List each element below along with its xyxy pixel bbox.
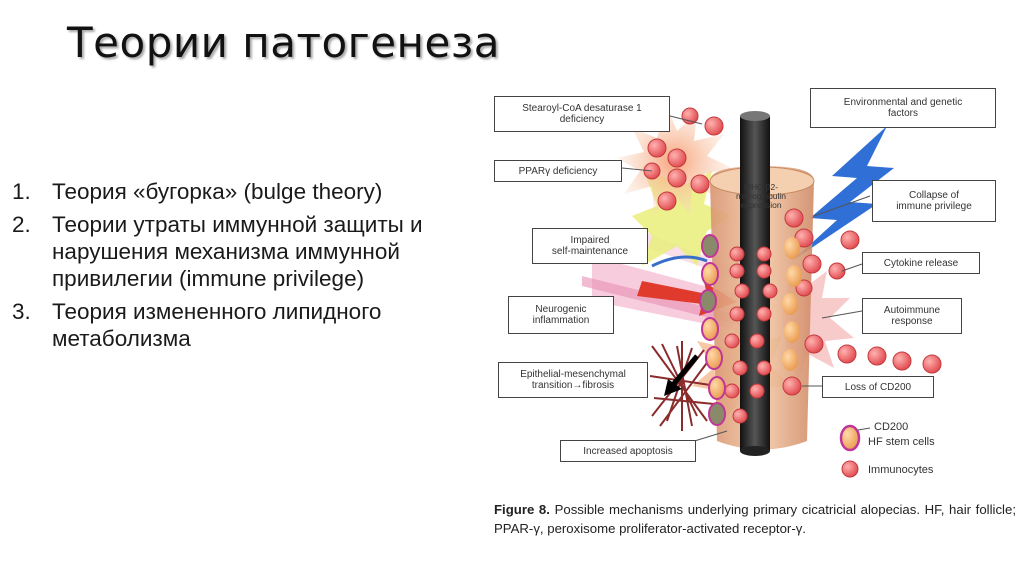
figure-caption-label: Figure 8. bbox=[494, 502, 550, 517]
theory-list: 1. Теория «бугорка» (bulge theory) 2. Те… bbox=[12, 178, 482, 358]
stem-cells bbox=[699, 234, 802, 426]
slide-title: Теории патогенеза bbox=[67, 18, 500, 67]
label-emt-fibrosis: Epithelial-mesenchymal transition→fibros… bbox=[498, 362, 648, 398]
label-mhc-expression: MHC β2- microglobulin expression bbox=[735, 181, 787, 210]
fibrosis-hatch bbox=[649, 341, 718, 431]
list-item: 3. Теория измененного липидного метаболи… bbox=[12, 298, 482, 352]
label-increased-apoptosis: Increased apoptosis bbox=[560, 440, 696, 462]
label-impaired-self-maintenance: Impaired self-maintenance bbox=[532, 228, 648, 264]
legend-cd200: CD200 bbox=[874, 421, 909, 433]
pathogenesis-figure: Stearoyl-CoA desaturase 1 deficiency PPA… bbox=[492, 86, 1017, 496]
label-ppar-deficiency: PPARγ deficiency bbox=[494, 160, 622, 182]
list-item-number: 3. bbox=[12, 299, 31, 324]
legend-immunocytes: Immunocytes bbox=[868, 464, 934, 476]
label-loss-of-cd200: Loss of CD200 bbox=[822, 376, 934, 398]
figure-illustration bbox=[582, 106, 942, 478]
list-item-text: Теория «бугорка» (bulge theory) bbox=[52, 179, 383, 204]
immunocytes bbox=[643, 107, 942, 424]
label-autoimmune-response: Autoimmune response bbox=[862, 298, 962, 334]
legend-hf-stem-cells: HF stem cells bbox=[868, 436, 935, 448]
list-item-text: Теория измененного липидного метаболизма bbox=[52, 299, 382, 351]
hair-shaft bbox=[740, 111, 770, 456]
list-item-number: 1. bbox=[12, 179, 31, 204]
list-item-number: 2. bbox=[12, 212, 31, 237]
label-scd1-deficiency: Stearoyl-CoA desaturase 1 deficiency bbox=[494, 96, 670, 132]
figure-caption-text: Possible mechanisms underlying primary c… bbox=[494, 502, 1016, 536]
label-collapse-immune-privilege: Collapse of immune privilege bbox=[872, 180, 996, 222]
list-item-text: Теории утраты иммунной защиты и нарушени… bbox=[52, 212, 423, 291]
pointer-arrowhead-icon bbox=[664, 379, 682, 396]
figure-caption: Figure 8. Possible mechanisms underlying… bbox=[494, 500, 1016, 538]
label-neurogenic-inflammation: Neurogenic inflammation bbox=[508, 296, 614, 334]
curved-arrow-icon bbox=[651, 255, 708, 268]
list-item: 2. Теории утраты иммунной защиты и наруш… bbox=[12, 211, 482, 292]
pointer-arrow-icon bbox=[670, 354, 699, 388]
label-cytokine-release: Cytokine release bbox=[862, 252, 980, 274]
list-item: 1. Теория «бугорка» (bulge theory) bbox=[12, 178, 482, 205]
label-environmental-factors: Environmental and genetic factors bbox=[810, 88, 996, 128]
legend-icons bbox=[839, 424, 871, 478]
lightning-icon bbox=[792, 126, 894, 261]
